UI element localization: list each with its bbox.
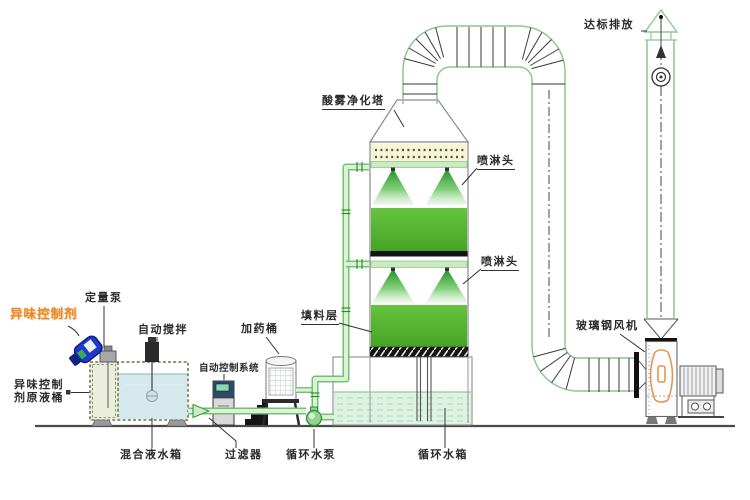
circulating-water-tank [332, 356, 473, 426]
label-auto-stirring: 自动搅拌 [138, 324, 188, 336]
circulating-pump-symbol [305, 406, 323, 427]
exhaust-duct [402, 25, 648, 398]
leader-lines [67, 30, 647, 448]
packing-support-grid [369, 346, 469, 357]
fan-inlet-flange [634, 352, 639, 398]
agent-bottle [69, 335, 103, 366]
duct-flanges [403, 27, 630, 392]
label-dosing-barrel: 加药桶 [241, 323, 279, 335]
label-frp-fan: 玻璃钢风机 [576, 320, 639, 332]
fan-motor [678, 365, 724, 418]
metering-pump-unit [99, 345, 117, 408]
label-agent-stock-barrel-line1: 异味控制 [14, 379, 64, 391]
mixing-tank [89, 337, 189, 427]
spray-header-2 [370, 260, 468, 268]
frp-fan [645, 338, 724, 424]
packing-bed-1 [371, 208, 467, 251]
label-odor-control-agent: 异味控制剂 [10, 307, 78, 321]
label-circulating-tank: 循环水箱 [418, 449, 468, 461]
pipework [188, 162, 369, 427]
label-spray-head-2: 喷淋头 [481, 256, 519, 271]
label-agent-stock-barrel: 异味控制 剂原液桶 [14, 379, 70, 405]
control-cabinet [212, 380, 235, 426]
label-metering-pump: 定量泵 [85, 292, 123, 304]
pipe-fittings [310, 162, 363, 398]
label-spray-head-1: 喷淋头 [477, 155, 515, 170]
flow-arrow-up [656, 45, 666, 58]
label-acid-mist-tower: 酸雾净化塔 [322, 95, 385, 110]
stirrer-unit [145, 337, 159, 402]
packing-bed-2 [371, 305, 467, 347]
spray-nozzles-2 [372, 267, 468, 303]
label-packing-layer: 填料层 [301, 310, 339, 325]
label-discharge: 达标排放 [584, 19, 634, 31]
label-filter: 过滤器 [225, 449, 263, 461]
fan-volute [649, 349, 674, 403]
label-agent-stock-barrel-line2: 剂原液桶 [14, 392, 64, 404]
filter-element [192, 403, 210, 419]
label-mixing-tank: 混合液水箱 [120, 449, 183, 461]
spray-header-1 [370, 161, 468, 168]
label-auto-control-system: 自动控制系统 [199, 363, 260, 374]
scrubber-tower [368, 99, 470, 423]
sampling-port-symbol [651, 67, 671, 87]
chimney-stack [643, 8, 679, 339]
spray-nozzles-1 [372, 167, 468, 205]
label-circulating-pump: 循环水泵 [286, 449, 336, 461]
demister-band [371, 143, 467, 162]
